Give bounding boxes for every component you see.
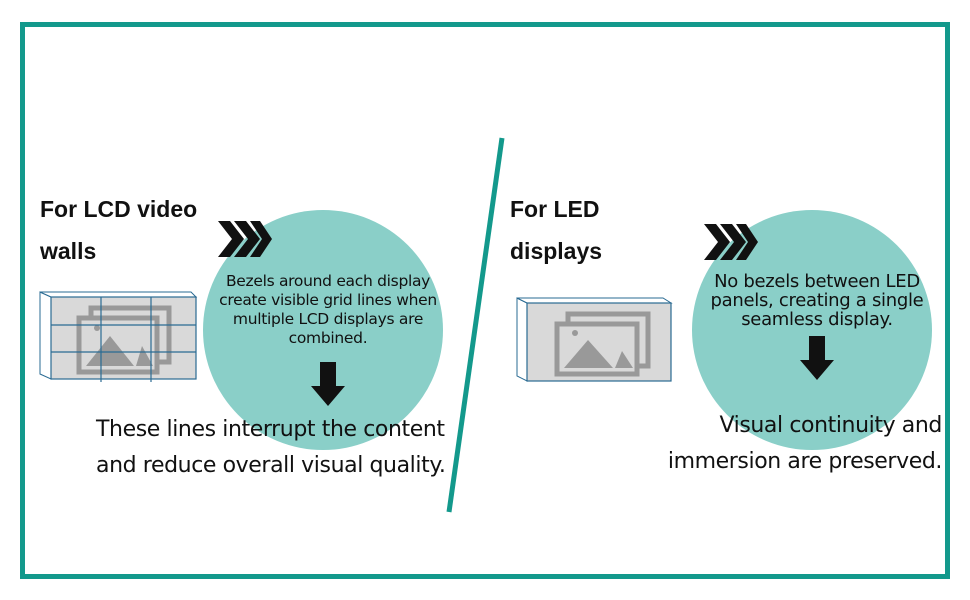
text-line: seamless display.	[741, 309, 893, 330]
lcd-heading: For LCD video walls	[40, 188, 197, 272]
text-line: Bezels around each display	[225, 272, 431, 290]
led-heading-line1: For LED	[510, 196, 600, 222]
down-arrow-icon	[800, 336, 834, 380]
lcd-heading-line2: walls	[40, 238, 97, 264]
led-conclusion: Visual continuity and immersion are pres…	[660, 408, 943, 480]
chevrons-icon	[704, 224, 758, 260]
text-line: create visible grid lines when	[219, 291, 437, 309]
down-arrow-icon	[311, 362, 345, 406]
text-line: panels, creating a single	[710, 290, 924, 311]
text-line: combined.	[288, 329, 368, 347]
led-heading: For LED displays	[510, 188, 602, 272]
led-heading-line2: displays	[510, 238, 603, 264]
lcd-conclusion: These lines interrupt the content and re…	[96, 412, 446, 484]
led-circle-text: No bezels between LED panels, creating a…	[692, 272, 942, 329]
lcd-video-wall-image-icon	[39, 291, 198, 382]
text-line: multiple LCD displays are	[232, 310, 424, 328]
chevrons-icon	[218, 221, 272, 257]
diagram-frame	[20, 22, 950, 579]
led-display-image-icon	[516, 297, 673, 382]
lcd-circle-text: Bezels around each display create visibl…	[203, 272, 453, 348]
lcd-heading-line1: For LCD video	[40, 196, 198, 222]
text-line: Visual continuity and	[719, 413, 942, 438]
text-line: These lines interrupt the content	[96, 417, 445, 442]
text-line: No bezels between LED	[714, 271, 920, 292]
text-line: and reduce overall visual quality.	[96, 453, 446, 478]
text-line: immersion are preserved.	[667, 449, 943, 474]
